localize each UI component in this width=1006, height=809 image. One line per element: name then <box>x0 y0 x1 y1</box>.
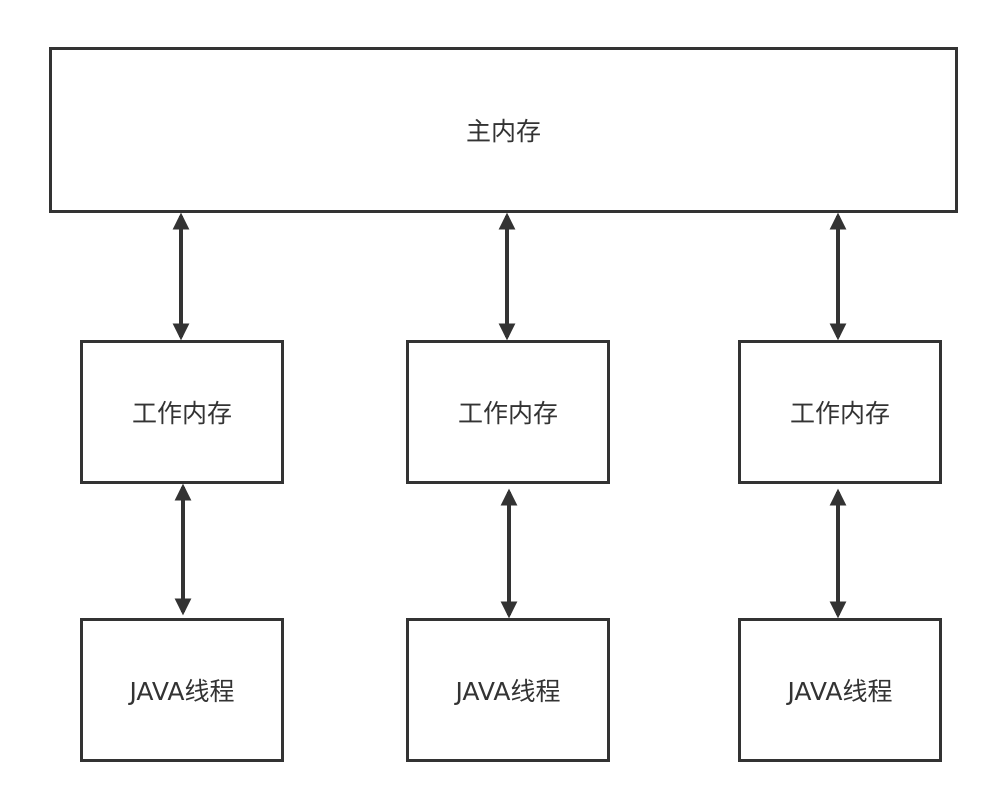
java-thread-box: JAVA线程 <box>406 618 610 762</box>
work-memory-label: 工作内存 <box>789 399 890 428</box>
java-thread-box: JAVA线程 <box>80 618 284 762</box>
java-thread-label: JAVA线程 <box>129 677 235 706</box>
main-memory-label: 主内存 <box>465 117 541 146</box>
java-thread-box: JAVA线程 <box>738 618 942 762</box>
work-memory-box: 工作内存 <box>80 340 284 484</box>
work-memory-box: 工作内存 <box>738 340 942 484</box>
java-thread-label: JAVA线程 <box>787 677 893 706</box>
work-memory-label: 工作内存 <box>131 399 232 428</box>
work-memory-box: 工作内存 <box>406 340 610 484</box>
java-thread-label: JAVA线程 <box>455 677 561 706</box>
work-memory-label: 工作内存 <box>457 399 558 428</box>
main-memory-box: 主内存 <box>49 47 958 213</box>
